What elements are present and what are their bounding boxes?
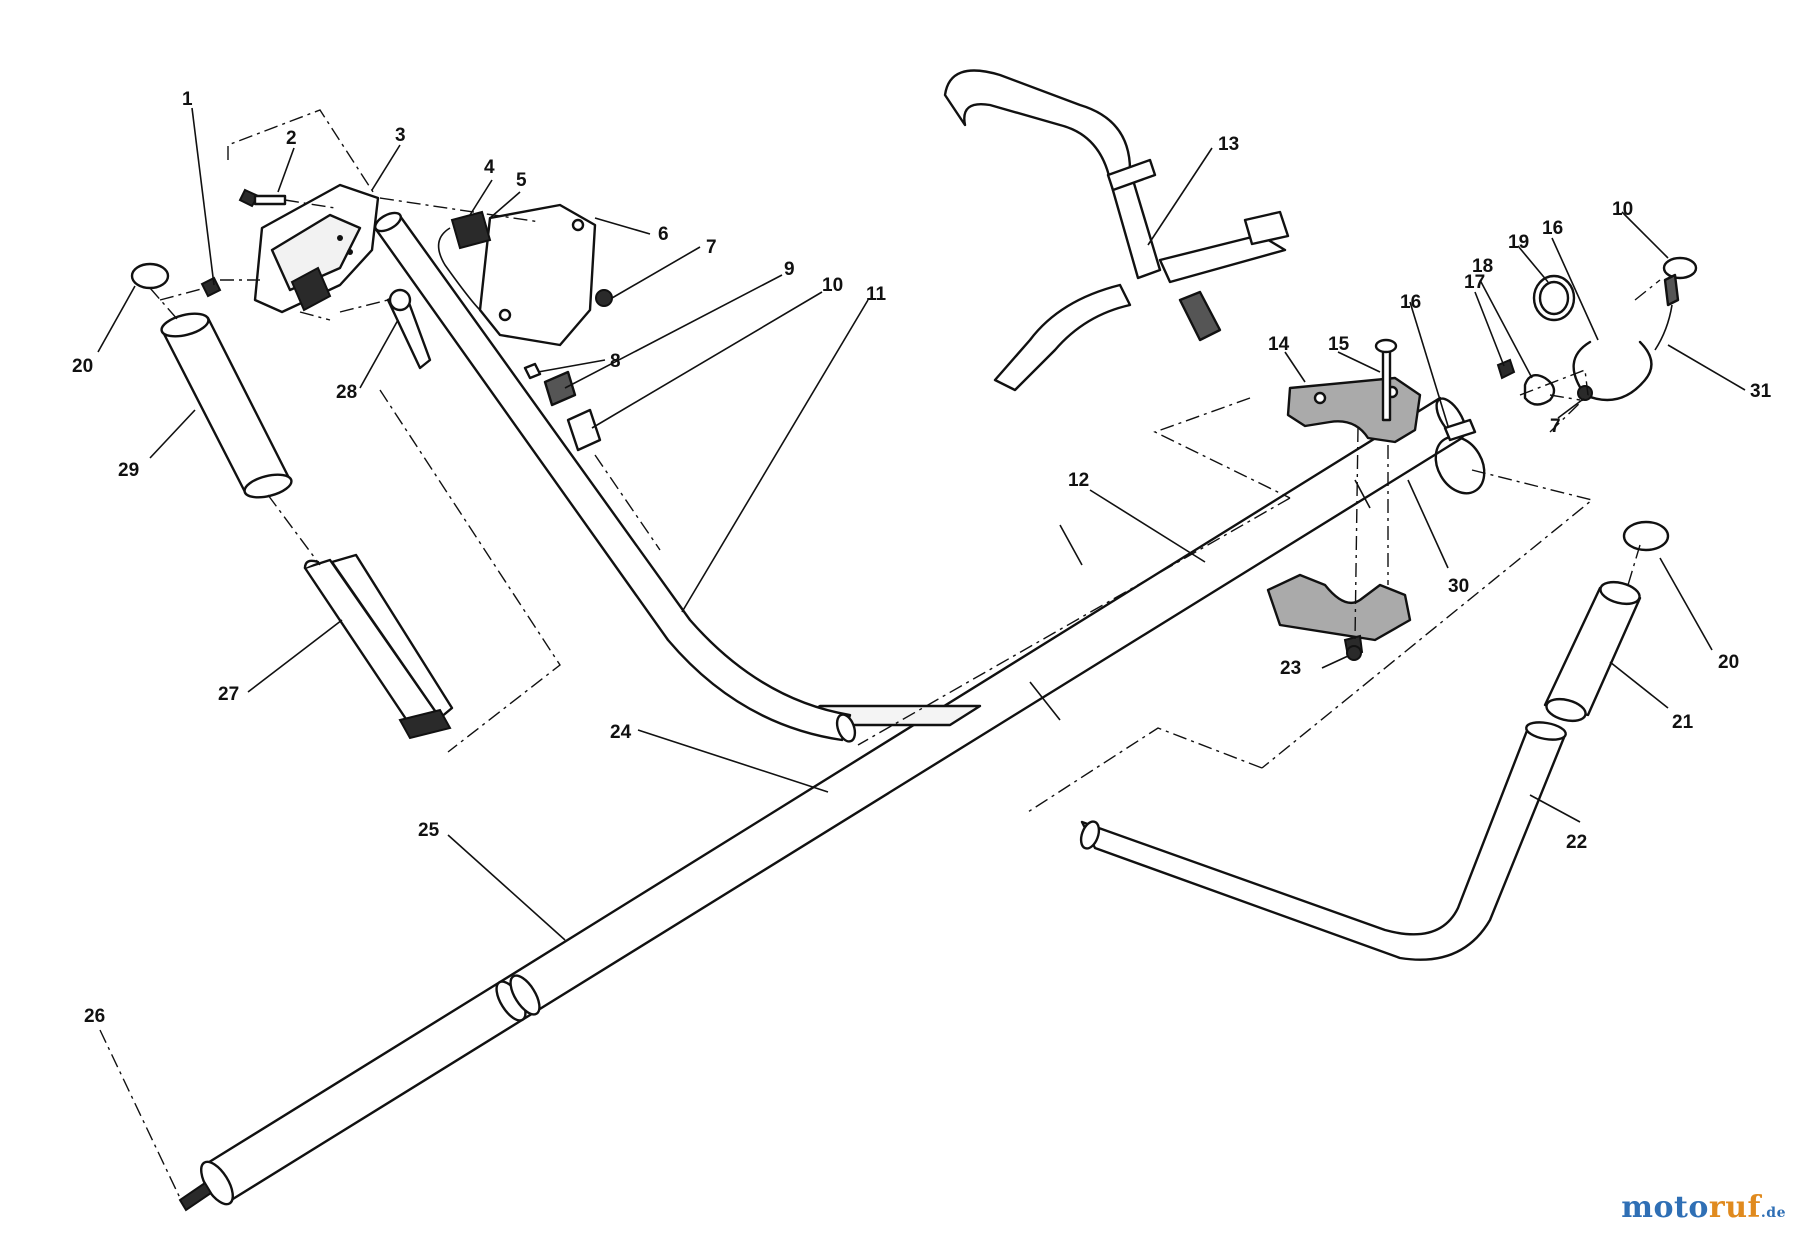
callout-16-right: 16	[1542, 218, 1563, 239]
callout-7-right: 7	[1550, 416, 1561, 437]
ring-19	[1532, 274, 1576, 322]
callout-24: 24	[610, 722, 632, 743]
upper-handle-tube	[373, 211, 857, 743]
callout-12: 12	[1068, 470, 1089, 491]
callout-4: 4	[484, 157, 495, 178]
callout-15: 15	[1328, 334, 1350, 355]
callout-19: 19	[1508, 232, 1529, 253]
nut-7-right	[1577, 385, 1593, 401]
screw-1	[200, 276, 222, 298]
clip-16-right	[1572, 340, 1653, 402]
callout-29: 29	[118, 460, 139, 481]
clamp-ring-30	[1434, 435, 1486, 495]
callout-1: 1	[182, 89, 193, 110]
throttle-spring	[523, 362, 661, 551]
callout-16: 16	[1400, 292, 1421, 313]
bolt-15	[1381, 348, 1392, 422]
screw-17	[1496, 358, 1516, 380]
callout-13: 13	[1218, 134, 1239, 155]
callout-18: 18	[1472, 256, 1493, 277]
cable-31	[1654, 256, 1698, 351]
callout-11: 11	[866, 284, 887, 305]
callout-9: 9	[784, 259, 795, 280]
clip-18	[1523, 374, 1556, 406]
watermark-part1: moto	[1621, 1190, 1709, 1225]
callout-17: 17	[1464, 272, 1485, 293]
callout-31: 31	[1750, 381, 1772, 402]
lower-shaft-tube	[178, 974, 541, 1212]
callout-25: 25	[418, 820, 440, 841]
handle-clamp-27	[303, 553, 454, 740]
callout-10: 10	[822, 275, 843, 296]
alignment-lines	[99, 109, 1661, 1199]
loop-handle	[1079, 721, 1567, 961]
callout-3: 3	[395, 125, 406, 146]
left-grip	[130, 262, 293, 499]
callout-26: 26	[84, 1006, 105, 1027]
right-grip	[1543, 520, 1670, 723]
watermark-part3: .de	[1760, 1205, 1786, 1221]
leader-lines	[97, 107, 1746, 941]
callout-22: 22	[1566, 832, 1587, 853]
callout-5: 5	[516, 170, 527, 191]
callout-20-right: 20	[1718, 652, 1739, 673]
callout-8: 8	[610, 351, 621, 372]
callout-30: 30	[1448, 576, 1469, 597]
callout-2: 2	[286, 128, 297, 149]
watermark-part2: ruf	[1708, 1190, 1761, 1225]
throttle-housing	[253, 183, 597, 370]
bolt-15-head	[1374, 338, 1398, 354]
handle-block-upper-14	[1286, 376, 1422, 444]
harness-strap	[943, 69, 1290, 392]
nut-23	[1346, 645, 1362, 661]
callout-21: 21	[1672, 712, 1694, 733]
callout-20-left: 20	[72, 356, 93, 377]
callout-6: 6	[658, 224, 669, 245]
callout-27: 27	[218, 684, 239, 705]
screw-2	[238, 188, 287, 208]
callout-10-right: 10	[1612, 199, 1633, 220]
callout-28: 28	[336, 382, 357, 403]
nut-7	[595, 289, 613, 307]
watermark-logo: motoruf.de	[1621, 1190, 1786, 1225]
callout-14: 14	[1268, 334, 1290, 355]
callout-23: 23	[1280, 658, 1301, 679]
handle-block-lower-23	[1266, 573, 1412, 658]
clamp-16	[1443, 418, 1477, 442]
callout-7: 7	[706, 237, 717, 258]
callout-labels: 1 2 3 4 5 6 7 8 9 10 11 28 29 20 27 13 1…	[72, 89, 1772, 1027]
